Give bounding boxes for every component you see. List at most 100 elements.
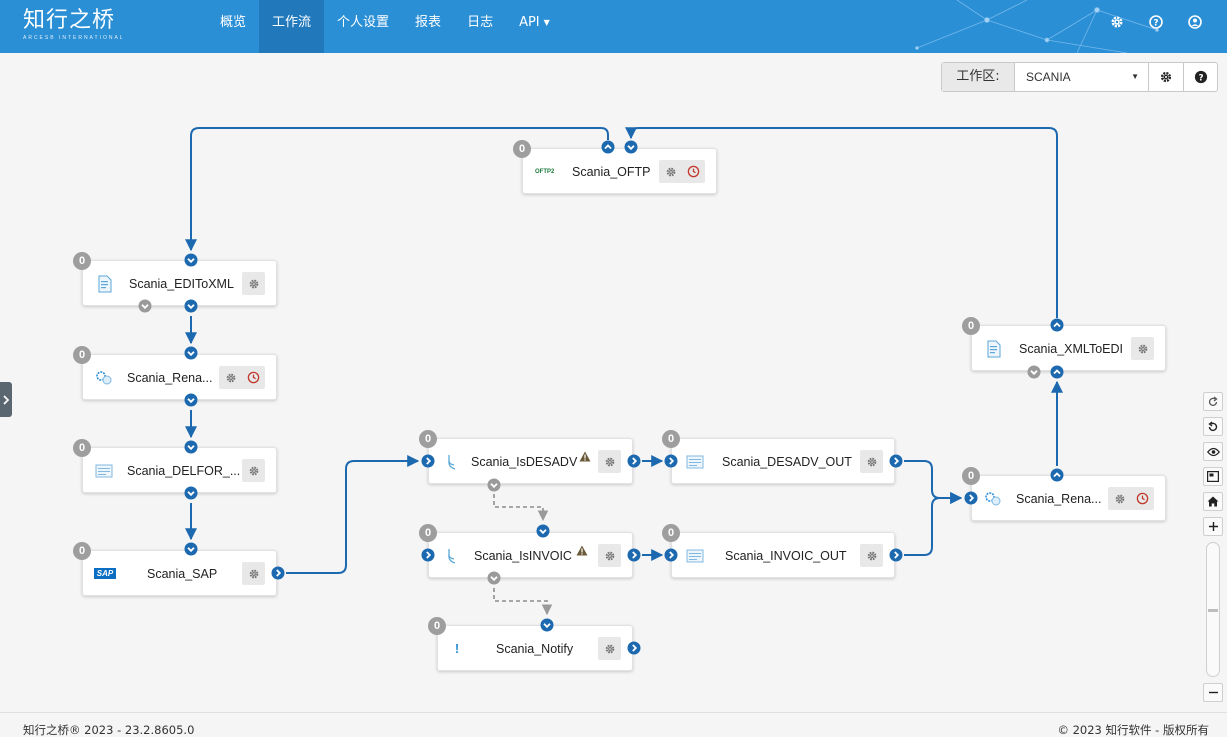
node-title: Scania_EDIToXML [129,277,234,291]
footer: 知行之桥® 2023 - 23.2.8605.0 © 2023 知行软件 - 版… [0,712,1227,737]
user-icon[interactable] [1187,14,1203,30]
edi-doc-icon [95,464,113,478]
flow-node[interactable]: OFTP2 Scania_OFTP [522,148,717,194]
network-decoration [915,0,1159,53]
zoom-slider-thumb[interactable] [1208,609,1218,612]
message-count-badge: 0 [419,430,437,448]
flow-node[interactable]: Scania_IsINVOIC [428,532,633,578]
node-settings-button[interactable] [659,160,682,183]
canvas-toolbar [1203,392,1223,708]
nav-overview[interactable]: 概览 [220,15,247,30]
edi-doc-icon [686,455,704,469]
edi-file-icon [987,340,1001,358]
node-settings-button[interactable] [1108,487,1131,510]
node-settings-button[interactable] [860,544,883,567]
node-settings-button[interactable] [598,450,621,473]
flow-node[interactable]: Scania_DESADV_OUT [671,438,895,484]
flow-node[interactable]: Scania_XMLToEDI [971,325,1166,371]
help-icon[interactable]: ? [1148,14,1164,30]
gear-icon [605,457,614,466]
flow-node[interactable]: Scania_Rena... [82,354,277,400]
flow-node[interactable]: SAP Scania_SAP [82,550,277,596]
node-title: Scania_DELFOR_... [127,464,241,478]
zoom-out-button[interactable] [1203,683,1223,702]
oftp-icon: OFTP2 [535,169,555,175]
rename-icon [96,371,112,385]
node-title: Scania_XMLToEDI [1019,342,1123,356]
redo-button[interactable] [1203,392,1223,411]
minimap-button[interactable] [1203,467,1223,486]
nav-logs[interactable]: 日志 [467,15,494,30]
gear-icon[interactable] [1109,14,1125,30]
app-logo[interactable]: 知行之桥 ARCESB INTERNATIONAL [23,8,125,42]
node-title: Scania_IsDESADV [471,455,578,469]
flow-node[interactable]: Scania_EDIToXML [82,260,277,306]
link-isinvoic-else [493,588,553,616]
node-schedule-button[interactable] [242,366,265,389]
node-settings-button[interactable] [860,450,883,473]
branch-icon [448,455,456,470]
node-settings-button[interactable] [598,544,621,567]
node-schedule-button[interactable] [1131,487,1154,510]
home-button[interactable] [1203,492,1223,511]
node-buttons [219,366,265,389]
message-count-badge: 0 [428,617,446,635]
gear-icon [867,551,876,560]
node-title: Scania_IsINVOIC [474,549,572,563]
svg-text:?: ? [1198,73,1203,83]
rename-icon [985,492,1001,506]
gear-icon [249,279,258,288]
gear-icon [605,644,614,653]
undo-icon [1208,420,1218,431]
sidebar-toggle[interactable] [0,382,12,417]
node-settings-button[interactable] [598,637,621,660]
node-settings-button[interactable] [242,459,265,482]
node-settings-button[interactable] [242,272,265,295]
flow-node[interactable]: Scania_IsDESADV [428,438,633,484]
sap-icon: SAP [94,568,116,579]
node-settings-button[interactable] [1131,337,1154,360]
flow-node[interactable]: ! Scania_Notify [437,625,633,671]
node-settings-button[interactable] [242,562,265,585]
minus-icon [1208,691,1218,694]
node-buttons [242,562,265,585]
node-buttons [860,450,883,473]
flow-node[interactable]: Scania_INVOIC_OUT [671,532,895,578]
zoom-in-button[interactable] [1203,517,1223,536]
node-settings-button[interactable] [219,366,242,389]
workspace-settings-button[interactable] [1149,63,1183,91]
nav-profile[interactable]: 个人设置 [337,15,390,30]
link-xmltoedi-to-oftp [625,127,1058,318]
logo-subtext: ARCESB INTERNATIONAL [23,35,125,41]
view-button[interactable] [1203,442,1223,461]
nav-api[interactable]: API▼ [506,0,563,53]
redo-icon [1208,395,1218,406]
nav-workflow[interactable]: 工作流 [259,0,325,53]
node-buttons [598,450,621,473]
eye-icon [1206,447,1220,456]
gear-icon [249,569,258,578]
nav-reports[interactable]: 报表 [415,15,442,30]
workspace-help-button[interactable]: ? [1183,63,1217,91]
nav-api-label: API [519,15,540,30]
undo-button[interactable] [1203,417,1223,436]
message-count-badge: 0 [962,467,980,485]
flow-node[interactable]: Scania_DELFOR_... [82,447,277,493]
node-buttons [598,637,621,660]
gear-icon [249,466,258,475]
message-count-badge: 0 [73,346,91,364]
clock-icon [1136,492,1149,505]
flow-node[interactable]: Scania_Rena... [971,475,1166,521]
message-count-badge: 0 [73,252,91,270]
workspace-label: 工作区: [942,63,1015,91]
workspace-bar: 工作区: SCANIA▼ ? [941,62,1218,92]
help-icon: ? [1194,70,1207,83]
workspace-select[interactable]: SCANIA▼ [1015,63,1149,91]
node-schedule-button[interactable] [682,160,705,183]
zoom-slider[interactable] [1206,542,1220,677]
gear-icon [605,551,614,560]
header-icons: ? [1109,14,1203,30]
gear-icon [867,457,876,466]
gear-icon [226,373,235,382]
message-count-badge: 0 [513,140,531,158]
